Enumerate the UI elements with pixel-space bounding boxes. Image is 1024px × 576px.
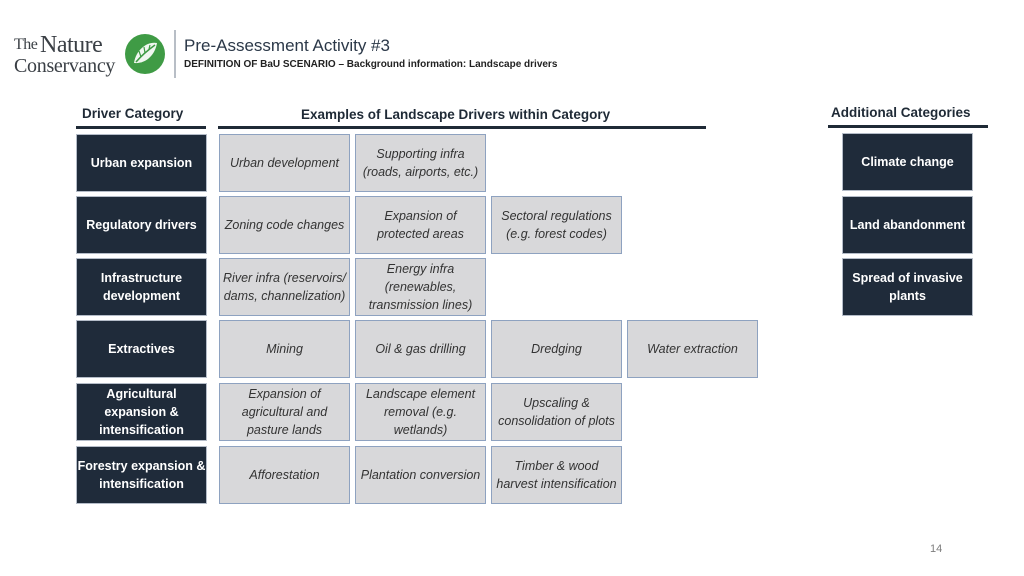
logo-text-the: The <box>14 36 38 53</box>
driver-example-box: Oil & gas drilling <box>355 320 486 378</box>
driver-example-box: Sectoral regulations (e.g. forest codes) <box>491 196 622 254</box>
logo-text-nature: Nature <box>40 32 103 58</box>
driver-example-box: Dredging <box>491 320 622 378</box>
driver-example-box: Energy infra (renewables, transmission l… <box>355 258 486 316</box>
driver-example-box: Plantation conversion <box>355 446 486 504</box>
driver-example-box: Water extraction <box>627 320 758 378</box>
driver-category-box: Regulatory drivers <box>76 196 207 254</box>
additional-category-box: Spread of invasive plants <box>842 258 973 316</box>
driver-example-box: Landscape element removal (e.g. wetlands… <box>355 383 486 441</box>
additional-category-box: Climate change <box>842 133 973 191</box>
driver-category-box: Forestry expansion & intensification <box>76 446 207 504</box>
header-additional-categories: Additional Categories <box>831 105 971 120</box>
driver-example-box: Mining <box>219 320 350 378</box>
header-driver-category-underline <box>76 126 206 129</box>
driver-example-box: Timber & wood harvest intensification <box>491 446 622 504</box>
driver-example-box: Urban development <box>219 134 350 192</box>
header-driver-category: Driver Category <box>82 106 184 121</box>
logo-text-conservancy: Conservancy <box>14 55 116 77</box>
header-divider <box>174 30 176 78</box>
driver-category-box: Urban expansion <box>76 134 207 192</box>
additional-category-box: Land abandonment <box>842 196 973 254</box>
nature-conservancy-logo: The Nature Conservancy <box>14 32 166 80</box>
page-number: 14 <box>930 543 943 555</box>
driver-example-box: Afforestation <box>219 446 350 504</box>
driver-example-box: Upscaling & consolidation of plots <box>491 383 622 441</box>
header-examples-underline <box>218 126 706 129</box>
leaf-logo-icon <box>125 34 165 74</box>
driver-category-box: Extractives <box>76 320 207 378</box>
driver-example-box: River infra (reservoirs/ dams, channeliz… <box>219 258 350 316</box>
driver-example-box: Supporting infra (roads, airports, etc.) <box>355 134 486 192</box>
header-additional-underline <box>828 125 988 128</box>
driver-example-box: Zoning code changes <box>219 196 350 254</box>
header-examples: Examples of Landscape Drivers within Cat… <box>301 107 611 122</box>
driver-category-box: Agricultural expansion & intensification <box>76 383 207 441</box>
driver-example-box: Expansion of protected areas <box>355 196 486 254</box>
page-title: Pre-Assessment Activity #3 <box>184 36 390 55</box>
driver-category-box: Infrastructure development <box>76 258 207 316</box>
page-subtitle: DEFINITION OF BaU SCENARIO – Background … <box>184 59 558 70</box>
driver-example-box: Expansion of agricultural and pasture la… <box>219 383 350 441</box>
